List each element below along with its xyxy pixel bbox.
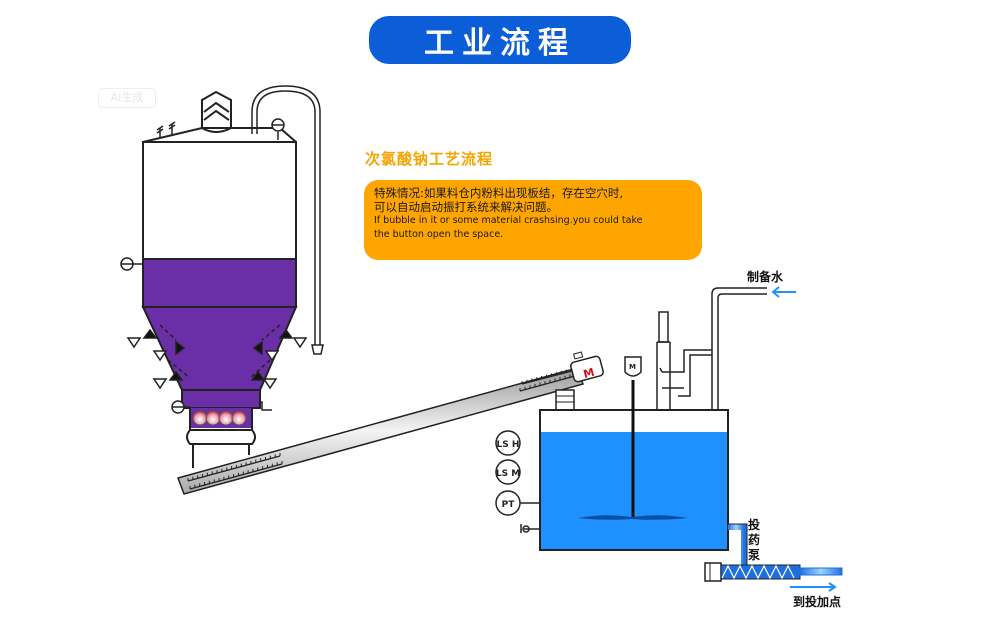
level-gauge-icon bbox=[120, 257, 143, 271]
to-dosing-point-label: 到投加点 bbox=[793, 595, 842, 609]
water-inlet-arrow-icon bbox=[771, 286, 796, 298]
silo-return-pipe bbox=[251, 85, 321, 345]
dosing-pump bbox=[704, 523, 843, 582]
svg-text:PT: PT bbox=[502, 500, 516, 510]
svg-text:LS M: LS M bbox=[496, 469, 520, 479]
instrument-lsm: LS M bbox=[495, 459, 521, 485]
roof-gauge-icon bbox=[271, 118, 285, 140]
note-en-line1: If bubble in it or some material crashsi… bbox=[374, 215, 643, 226]
silo-vent-icon bbox=[201, 90, 232, 133]
outlet-arrow-icon bbox=[790, 582, 837, 592]
page-title: 工业流程 bbox=[424, 26, 576, 61]
note-zh-line1: 特殊情况:如果料仓内粉料出现板结，存在空穴时, bbox=[374, 186, 624, 200]
instrument-lsh: LS H bbox=[495, 430, 521, 456]
note-zh-line2: 可以自动启动振打系统来解决问题。 bbox=[374, 200, 558, 214]
note-en-line2: the button open the space. bbox=[374, 229, 504, 240]
pipe-nozzle-icon bbox=[311, 344, 324, 355]
process-subtitle: 次氯酸钠工艺流程 bbox=[365, 150, 494, 168]
svg-text:LS H: LS H bbox=[497, 440, 520, 450]
watermark: AI生成 bbox=[98, 88, 156, 108]
silo-powder-level bbox=[142, 258, 297, 308]
discharge-gauge-icon bbox=[171, 400, 190, 414]
drain-valve-icon bbox=[520, 524, 540, 533]
conveyor-motor: M bbox=[570, 351, 604, 383]
vibrator-icons bbox=[126, 324, 308, 390]
note-box: 特殊情况:如果料仓内粉料出现板结，存在空穴时, 可以自动启动振打系统来解决问题。… bbox=[364, 180, 702, 260]
agitator-motor-label: M bbox=[629, 363, 636, 371]
water-inlet-label: 制备水 bbox=[747, 270, 784, 284]
silo bbox=[120, 85, 324, 468]
title-banner: 工业流程 bbox=[369, 16, 631, 64]
instrument-pt: PT bbox=[495, 490, 540, 516]
conveyor-motor-label: M bbox=[582, 366, 596, 381]
dissolving-tank: M LS H LS M PT bbox=[495, 287, 767, 551]
roof-valve-icon bbox=[156, 121, 176, 138]
rotary-valve bbox=[192, 410, 247, 426]
screw-conveyor: M bbox=[177, 351, 604, 495]
agitator-motor: M bbox=[624, 356, 642, 377]
dosing-pump-label: 投药泵 bbox=[748, 518, 761, 562]
